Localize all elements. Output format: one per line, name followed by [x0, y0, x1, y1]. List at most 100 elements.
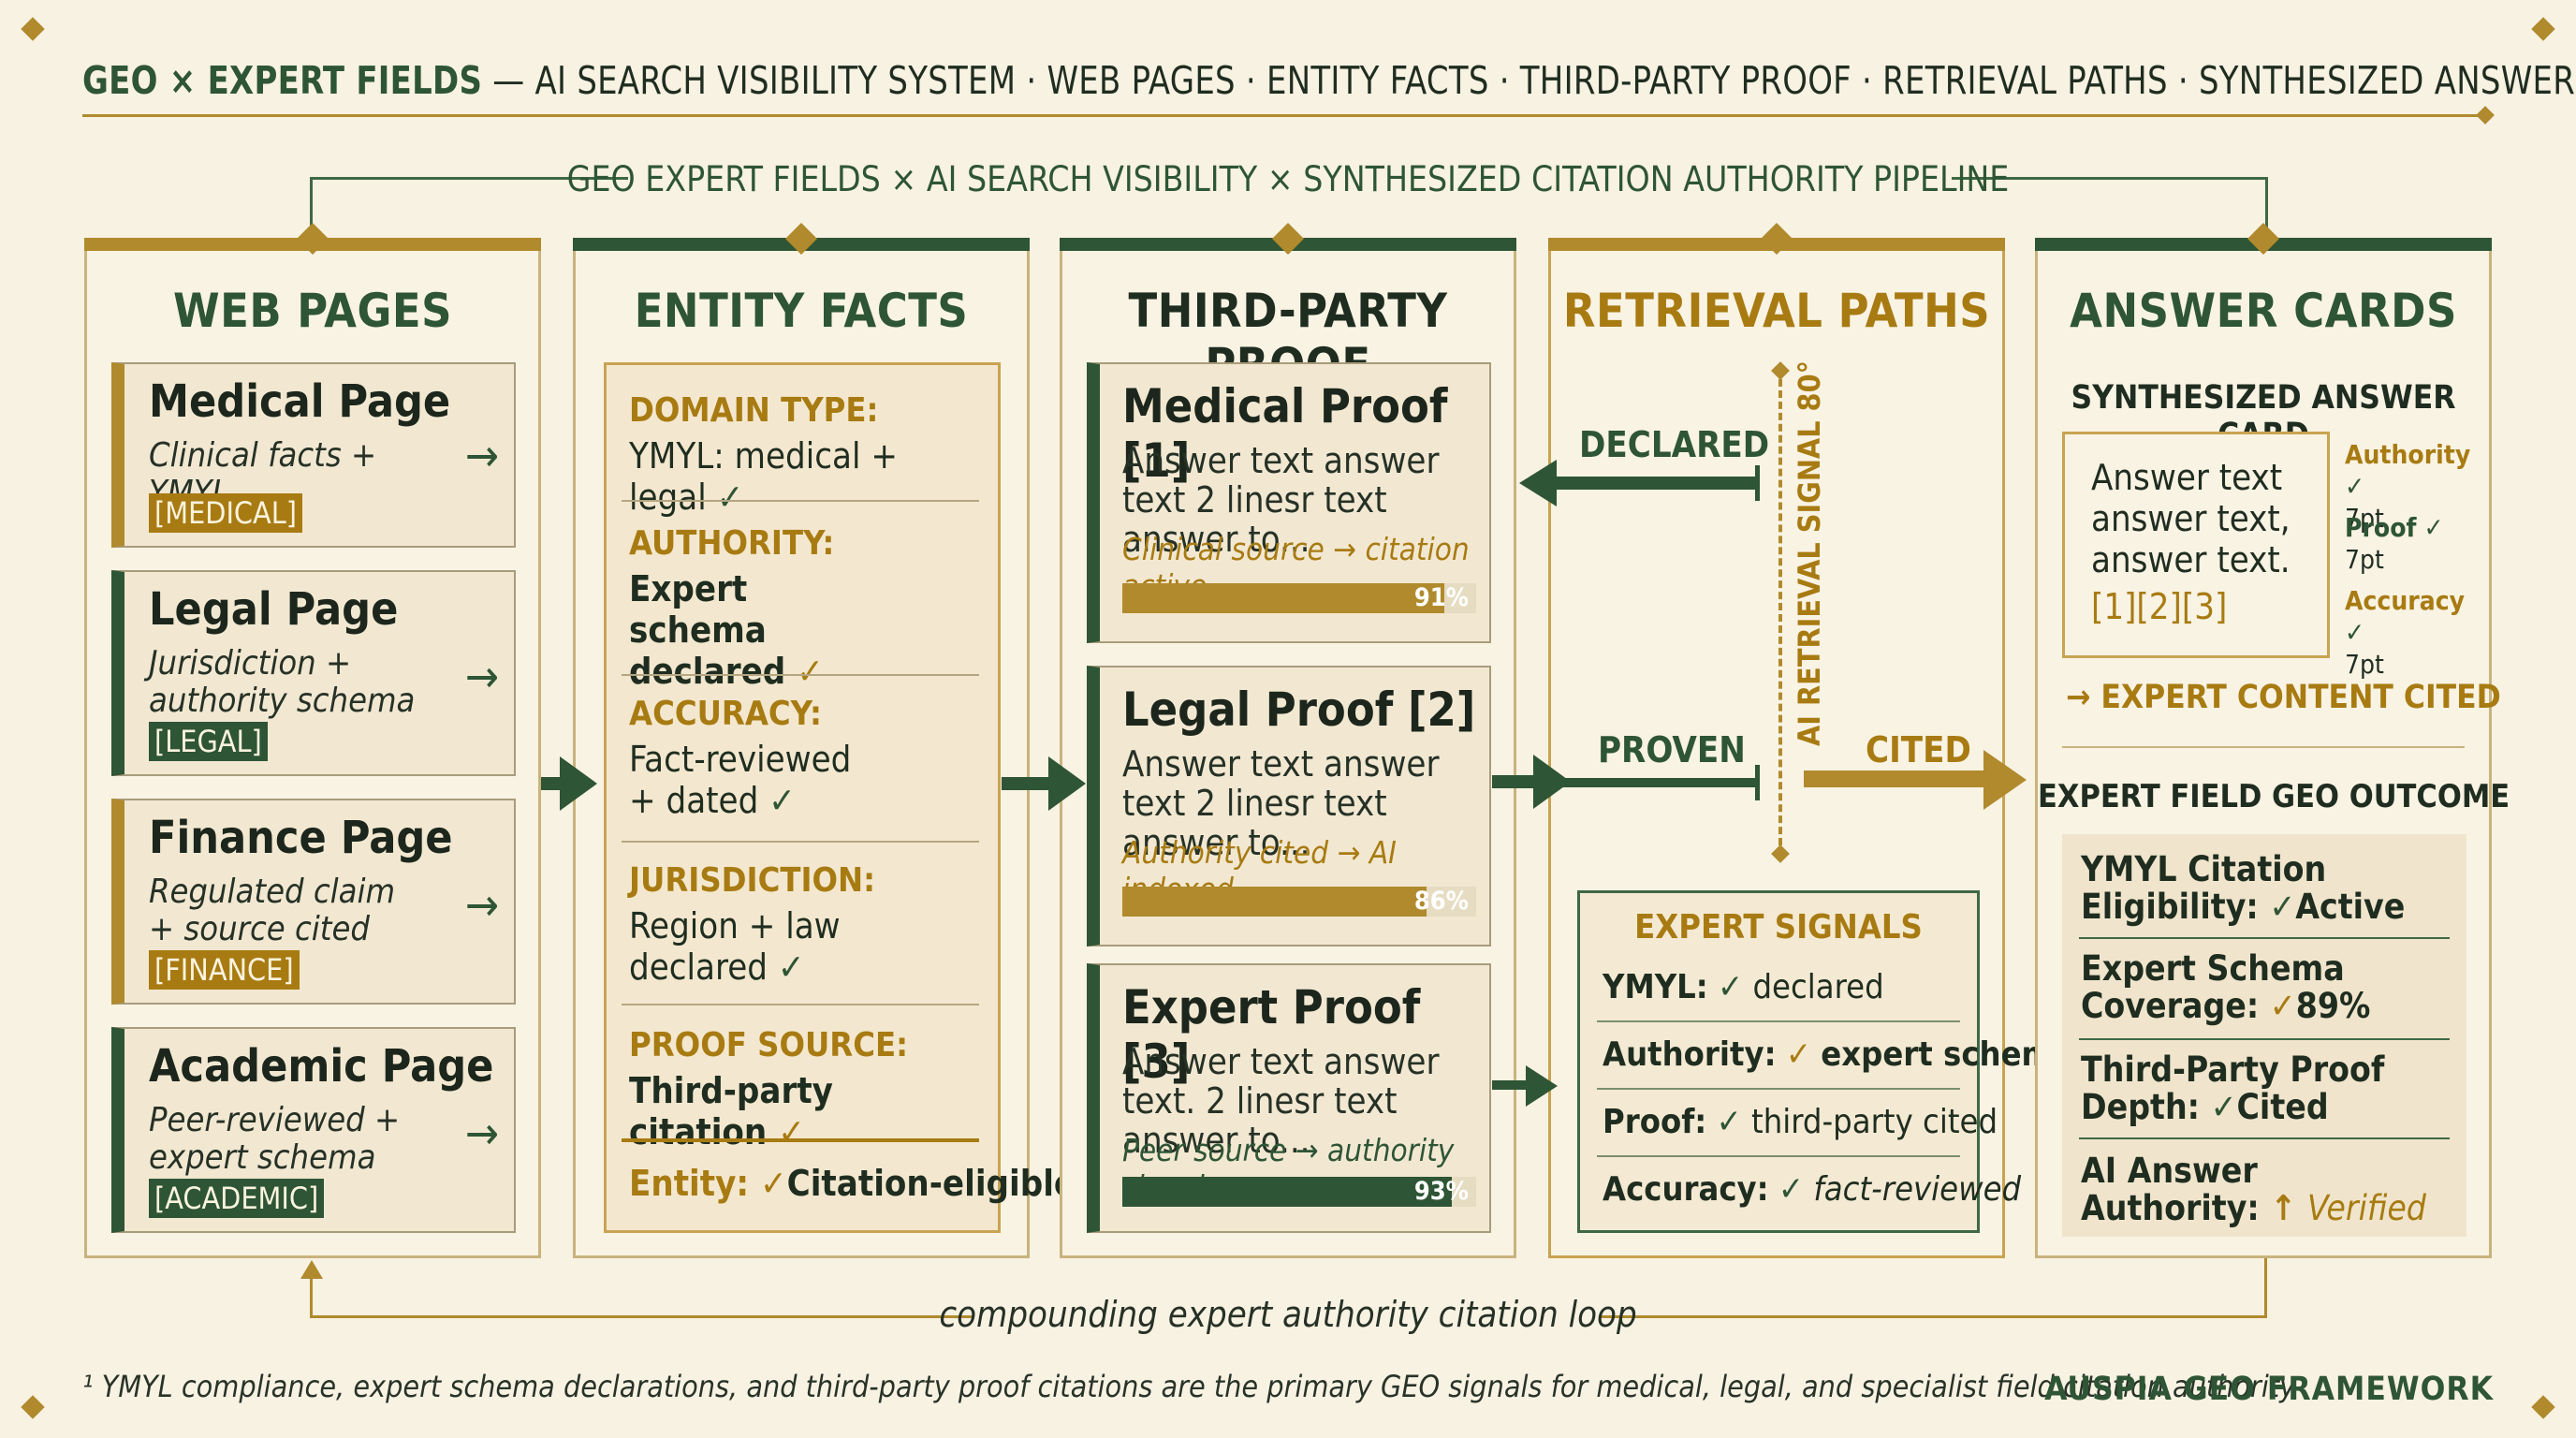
check-icon: ✓: [2423, 512, 2444, 543]
check-icon: ✓: [2345, 471, 2365, 502]
outcome-line1: AI Answer: [2081, 1151, 2258, 1191]
field-value: Region + law declared ✓: [629, 905, 979, 988]
signals-title: EXPERT SIGNALS: [1634, 908, 1923, 946]
entity-field-jurisdiction: JURISDICTION: Region + law declared ✓: [629, 861, 979, 988]
connector-arrow-2: [1002, 777, 1058, 790]
card-tag: [MEDICAL]: [149, 493, 302, 533]
proven-label: PROVEN: [1598, 729, 1746, 770]
field-label: JURISDICTION:: [629, 861, 876, 900]
outcome-value: Verified: [2306, 1188, 2426, 1228]
card-title: Medical Proof [1]: [1122, 379, 1448, 488]
proven-arrow-stop: [1755, 765, 1760, 800]
proof-card-expert[interactable]: Expert Proof [3] Answer text answer text…: [1087, 963, 1491, 1233]
outcome-line1: YMYL Citation: [2081, 849, 2327, 889]
progress-label: 86%: [1413, 887, 1469, 916]
progress-fill: [1122, 1177, 1452, 1207]
progress-label: 91%: [1413, 583, 1469, 612]
check-icon: ✓: [759, 1163, 787, 1204]
outcome-line1: Expert Schema: [2081, 948, 2345, 989]
column-web-pages: WEB PAGES Medical Page Clinical facts + …: [84, 223, 541, 1258]
check-icon: ✓: [716, 477, 744, 518]
check-icon: ✓: [1785, 1035, 1811, 1074]
answer-side-accuracy: Accuracy ✓7pt: [2345, 585, 2489, 681]
divider: [2079, 1137, 2450, 1139]
progress-track: 86%: [1122, 887, 1476, 917]
page-title-rest: — AI SEARCH VISIBILITY SYSTEM · WEB PAGE…: [482, 58, 2576, 103]
entity-facts-box: DOMAIN TYPE: YMYL: medical + legal ✓ AUT…: [604, 362, 1076, 1233]
signal-row-proof: Proof: ✓ third-party cited: [1603, 1103, 1998, 1141]
signal-key: Authority:: [1603, 1035, 1777, 1074]
column-heading: RETRIEVAL PATHS: [1562, 284, 1991, 338]
outcome-value: 89%: [2295, 986, 2371, 1026]
card-tag: [ACADEMIC]: [149, 1179, 325, 1218]
pipeline-label: GEO EXPERT FIELDS × AI SEARCH VISIBILITY…: [566, 159, 2010, 199]
value-text: Region + law declared: [629, 905, 841, 988]
value-text: Third-party citation: [629, 1070, 833, 1152]
divider: [1597, 1155, 1960, 1157]
loop-line-left: [310, 1275, 313, 1318]
connector-arrow-4-head-icon: [1526, 1065, 1558, 1107]
card-title: Medical Page: [149, 375, 451, 428]
outcome-value: Cited: [2236, 1087, 2329, 1127]
check-icon: ✓: [1778, 1170, 1805, 1209]
check-icon: ✓: [2269, 986, 2296, 1026]
value-text: Expert schema declared: [629, 568, 786, 692]
outcome-line2: Authority:: [2081, 1188, 2260, 1228]
entity-field-domain-type: DOMAIN TYPE: YMYL: medical + legal ✓: [629, 391, 979, 518]
pipeline-bracket-line-left: [310, 177, 628, 180]
connector-arrow-2-head-icon: [1048, 756, 1086, 811]
entity-label: Entity:: [629, 1163, 750, 1204]
synthesized-answer-card[interactable]: Answer text answer text, answer text. [1…: [2062, 432, 2330, 658]
progress-fill: [1122, 583, 1444, 613]
signal-key: YMYL:: [1603, 968, 1708, 1006]
loop-line-bottom-left: [310, 1315, 974, 1318]
web-page-card-academic[interactable]: Academic Page Peer-reviewed + expert sch…: [111, 1027, 516, 1233]
web-page-card-legal[interactable]: Legal Page Jurisdiction + authority sche…: [111, 570, 516, 776]
proof-card-legal[interactable]: Legal Proof [2] Answer text answer text …: [1087, 666, 1491, 946]
signal-key: Proof:: [1603, 1103, 1707, 1141]
column-answer-cards: ANSWER CARDS SYNTHESIZED ANSWER CARD Ans…: [2035, 223, 2510, 1258]
entity-value: Citation-eligible: [786, 1163, 1076, 1204]
loop-label: compounding expert authority citation lo…: [939, 1294, 1637, 1335]
card-text: Answer text answer text 2 linesr text an…: [1122, 440, 1440, 560]
web-page-card-medical[interactable]: Medical Page Clinical facts + YMYL [MEDI…: [111, 362, 516, 548]
signal-value: third-party cited: [1751, 1103, 1998, 1141]
arrow-right-icon: →: [464, 651, 499, 703]
proof-card-medical[interactable]: Medical Proof [1] Answer text answer tex…: [1087, 362, 1491, 643]
signal-row-ymyl: YMYL: ✓ declared: [1603, 968, 1954, 1006]
expert-content-cited: → EXPERT CONTENT CITED: [2066, 679, 2501, 716]
side-size: 7pt: [2345, 544, 2384, 575]
entity-field-authority: AUTHORITY: Expert schema declared ✓: [629, 524, 979, 692]
divider: [2079, 937, 2450, 939]
connector-arrow-4: [1492, 1080, 1530, 1090]
web-page-card-finance[interactable]: Finance Page Regulated claim + source ci…: [111, 799, 516, 1005]
answer-side-authority: Authority ✓7pt: [2345, 439, 2489, 535]
card-subtitle: Regulated claim + source cited: [149, 873, 396, 948]
header-rule-end-diamond: [2476, 106, 2495, 125]
signal-row-authority: Authority: ✓ expert schema: [1603, 1035, 2073, 1074]
column-heading: ANSWER CARDS: [2070, 284, 2457, 338]
corner-diamond-top-left: [21, 17, 45, 41]
signal-line-dashed: [1778, 379, 1782, 857]
connector-arrow-3: [1492, 775, 1539, 788]
signal-row-accuracy: Accuracy: ✓ fact-reviewed: [1603, 1170, 2021, 1209]
field-value: Fact-reviewed + dated ✓: [629, 739, 854, 821]
field-label: DOMAIN TYPE:: [629, 391, 879, 430]
value-text: Fact-reviewed + dated: [629, 739, 852, 821]
arrow-right-icon: →: [464, 430, 499, 482]
arrow-right-icon: →: [464, 879, 499, 932]
corner-diamond-top-right: [2531, 17, 2555, 41]
card-title: Legal Proof [2]: [1122, 682, 1476, 737]
divider: [1597, 1020, 1960, 1022]
outcome-title: EXPERT FIELD GEO OUTCOME: [2038, 778, 2510, 815]
field-label: AUTHORITY:: [629, 524, 835, 563]
progress-label: 93%: [1413, 1177, 1469, 1206]
brand-label: AUSPIA GEO FRAMEWORK: [2044, 1371, 2494, 1408]
column-heading: ENTITY FACTS: [634, 284, 969, 338]
proven-arrow-shaft: [1551, 778, 1759, 787]
page-title-bold: GEO × EXPERT FIELDS: [82, 58, 483, 103]
check-icon: ✓: [2345, 617, 2365, 648]
